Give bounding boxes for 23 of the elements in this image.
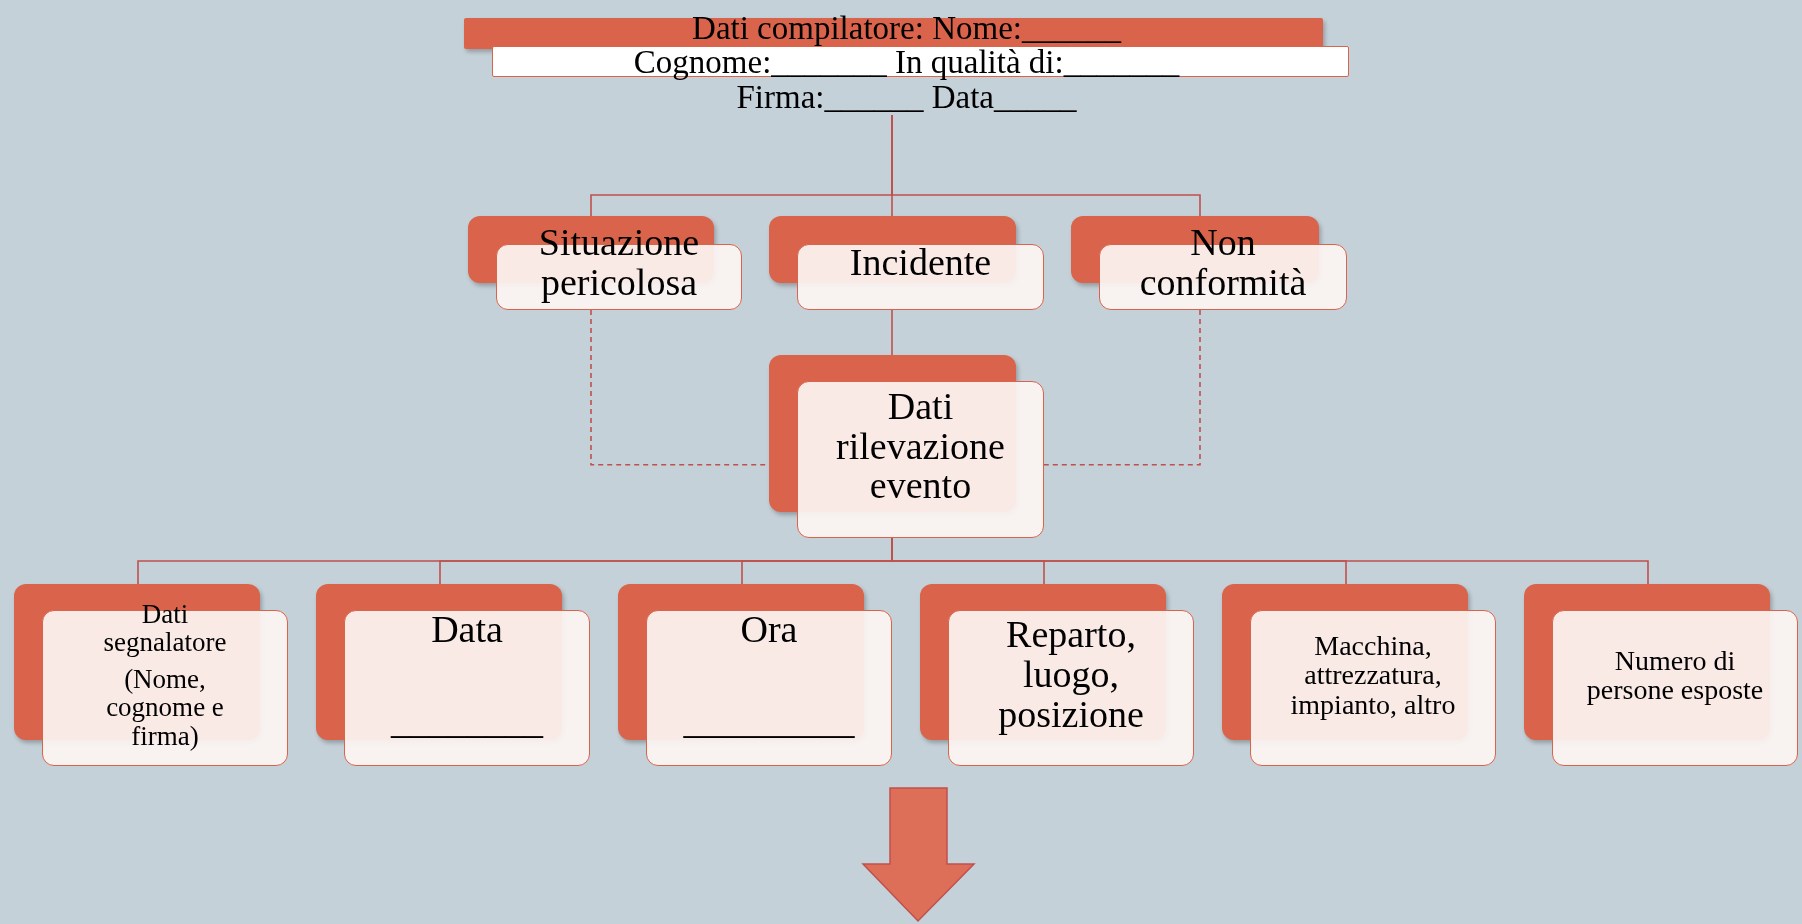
node-label: _________	[683, 700, 855, 741]
process-box	[1071, 216, 1347, 310]
connector-line	[891, 114, 1201, 217]
process-box	[1222, 584, 1496, 766]
node-label: Macchina, attrezzatura, impianto, altro	[1289, 630, 1457, 720]
node-label: Data	[431, 609, 503, 650]
process-box	[769, 216, 1044, 310]
connector-line	[891, 309, 893, 356]
connector-line	[1043, 309, 1201, 466]
node-label: (Nome, cognome e firma)	[105, 664, 225, 750]
node-label: Dati rilevazione evento	[835, 386, 1006, 507]
node-label: Incidente	[849, 243, 992, 283]
process-box	[920, 584, 1194, 766]
process-box	[1524, 584, 1798, 766]
node-label: Dati compilatore: Nome:______ Cognome:_______ In qualità di:_______ Firma:______ Data_____	[632, 10, 1181, 115]
process-box	[769, 355, 1044, 538]
process-box	[316, 584, 590, 766]
node-label: Reparto, luogo, posizione	[997, 615, 1145, 735]
process-box	[14, 584, 288, 766]
node-label: ________	[391, 700, 543, 741]
node-label: Ora	[740, 609, 798, 650]
process-box	[618, 584, 892, 766]
node-label: Numero di persone esposte	[1585, 645, 1765, 705]
